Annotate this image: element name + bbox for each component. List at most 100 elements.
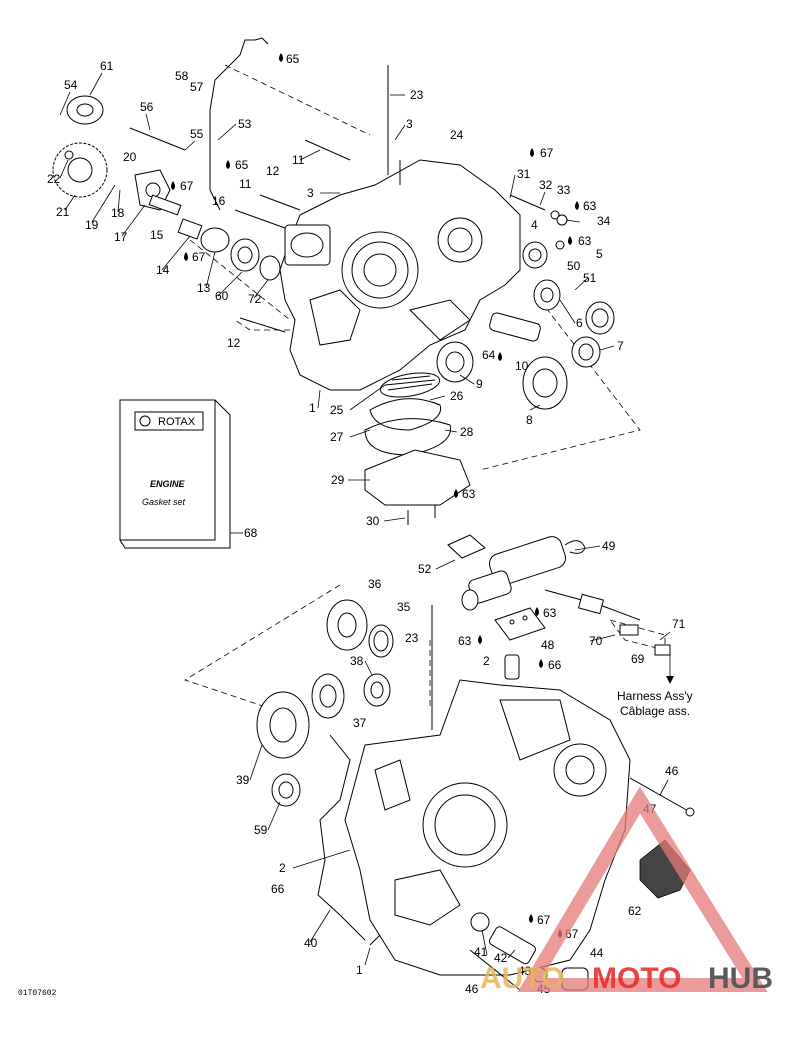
oil-pan-cover bbox=[364, 449, 471, 506]
callout: 41 bbox=[474, 945, 488, 959]
callout: 63 bbox=[583, 199, 597, 213]
callout: 3 bbox=[406, 117, 413, 131]
callout: 19 bbox=[85, 218, 99, 232]
callout: 70 bbox=[589, 634, 603, 648]
callout: 1 bbox=[356, 963, 363, 977]
callout: 42 bbox=[494, 951, 508, 965]
callout: 7 bbox=[617, 339, 624, 353]
callout: 2 bbox=[483, 654, 490, 668]
callout: 29 bbox=[331, 473, 345, 487]
callout: 38 bbox=[350, 654, 364, 668]
callout: 26 bbox=[450, 389, 464, 403]
callout: 9 bbox=[476, 377, 483, 391]
bearing-4 bbox=[522, 241, 548, 269]
callout: 27 bbox=[330, 430, 344, 444]
watermark-triangle bbox=[517, 786, 768, 992]
callout: 53 bbox=[238, 117, 252, 131]
harness-label-fr: Câblage ass. bbox=[620, 704, 690, 718]
callout-labels: 65 58 57 54 61 56 55 53 23 3 24 11 67 12… bbox=[47, 52, 686, 996]
callout: 31 bbox=[517, 167, 531, 181]
callout: 65 bbox=[235, 158, 249, 172]
callout: 23 bbox=[410, 88, 424, 102]
callout: 33 bbox=[557, 183, 571, 197]
lower-crankcase-group: Harness Ass'y Câblage ass. bbox=[184, 534, 695, 991]
callout: 16 bbox=[212, 194, 226, 208]
callout: 5 bbox=[596, 247, 603, 261]
gasket-set-manual: ROTAX ENGINE Gasket set 68 bbox=[119, 399, 258, 549]
callout: 30 bbox=[366, 514, 380, 528]
callout: 63 bbox=[462, 487, 476, 501]
callout: 2 bbox=[279, 861, 286, 875]
callout: 15 bbox=[150, 228, 164, 242]
callout: 12 bbox=[266, 164, 280, 178]
watermark-auto: AUTO bbox=[480, 962, 564, 995]
callout: 56 bbox=[140, 100, 154, 114]
gasket-40 bbox=[317, 734, 366, 941]
watermark-logo: AUTO MOTO HUB bbox=[480, 786, 773, 995]
callout: 36 bbox=[368, 577, 382, 591]
callout: 59 bbox=[254, 823, 268, 837]
callout: 18 bbox=[111, 206, 125, 220]
callout: 69 bbox=[631, 652, 645, 666]
callout: 51 bbox=[583, 271, 597, 285]
callout: 46 bbox=[665, 764, 679, 778]
callout: 20 bbox=[123, 150, 137, 164]
callout: 25 bbox=[330, 403, 344, 417]
callout: 72 bbox=[248, 292, 262, 306]
callout: 10 bbox=[515, 359, 529, 373]
callout: 14 bbox=[156, 263, 170, 277]
manual-title: ENGINE bbox=[150, 479, 186, 489]
callout: 67 bbox=[537, 913, 551, 927]
callout: 37 bbox=[353, 716, 367, 730]
callout-68: 68 bbox=[244, 526, 258, 540]
callout: 23 bbox=[405, 631, 419, 645]
callout: 8 bbox=[526, 413, 533, 427]
callout: 66 bbox=[548, 658, 562, 672]
crankcase-half-lower bbox=[344, 679, 631, 976]
callout: 21 bbox=[56, 205, 70, 219]
callout: 34 bbox=[597, 214, 611, 228]
callout: 64 bbox=[482, 348, 496, 362]
callout: 67 bbox=[540, 146, 554, 160]
starter-motor bbox=[488, 536, 566, 586]
callout: 63 bbox=[578, 234, 592, 248]
callout: 11 bbox=[292, 153, 305, 167]
manual-brand: ROTAX bbox=[158, 416, 196, 428]
callout: 67 bbox=[180, 179, 194, 193]
callout: 60 bbox=[215, 289, 229, 303]
callout: 63 bbox=[543, 606, 557, 620]
watermark-hub: HUB bbox=[708, 962, 773, 995]
callout: 22 bbox=[47, 172, 61, 186]
callout: 57 bbox=[190, 80, 204, 94]
callout: 6 bbox=[576, 316, 583, 330]
callout: 54 bbox=[64, 78, 78, 92]
main-bearing-39 bbox=[256, 691, 310, 759]
gear-21 bbox=[52, 142, 108, 198]
callout: 39 bbox=[236, 773, 250, 787]
callout: 24 bbox=[450, 128, 464, 142]
callout: 28 bbox=[460, 425, 474, 439]
callout: 58 bbox=[175, 69, 189, 83]
callout: 52 bbox=[418, 562, 432, 576]
callout: 48 bbox=[541, 638, 555, 652]
callout: 12 bbox=[227, 336, 241, 350]
callout: 71 bbox=[672, 617, 686, 631]
callout: 13 bbox=[197, 281, 211, 295]
callout: 4 bbox=[531, 218, 538, 232]
callout: 17 bbox=[114, 230, 128, 244]
callout: 67 bbox=[192, 250, 206, 264]
callout: 63 bbox=[458, 634, 472, 648]
drawing-code: 01T07602 bbox=[18, 989, 57, 998]
upper-crankcase-group bbox=[52, 37, 641, 525]
callout: 35 bbox=[397, 600, 411, 614]
watermark-moto: MOTO bbox=[592, 962, 681, 995]
callout: 1 bbox=[309, 401, 316, 415]
callout: 50 bbox=[567, 259, 581, 273]
callout: 46 bbox=[465, 982, 479, 996]
callout: 61 bbox=[100, 59, 114, 73]
callout: 65 bbox=[286, 52, 300, 66]
callout: 49 bbox=[602, 539, 616, 553]
callout: 55 bbox=[190, 127, 204, 141]
manual-subtitle: Gasket set bbox=[142, 497, 186, 507]
